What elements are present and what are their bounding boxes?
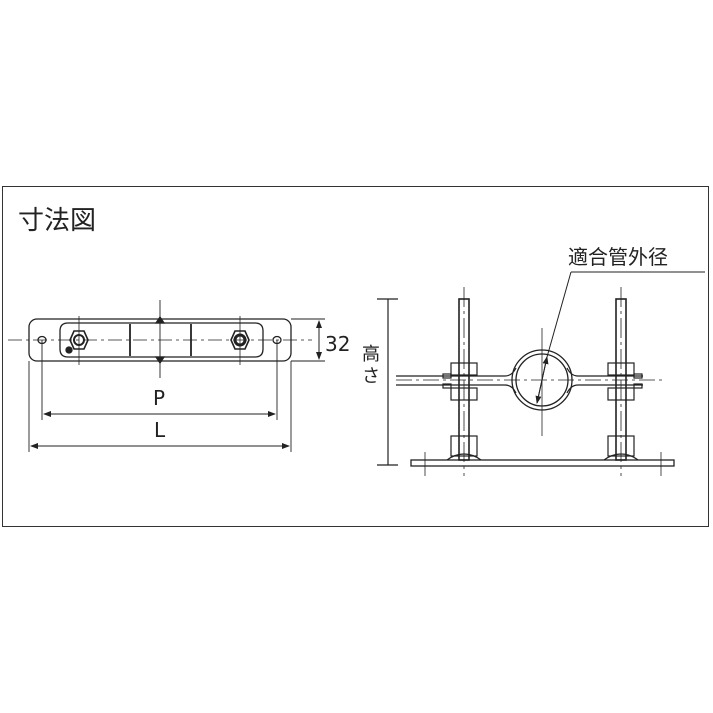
pipe-od-label: 適合管外径 [568,245,668,269]
length-label: L [154,418,166,442]
plan-view [8,300,325,452]
pitch-label: P [153,386,165,410]
height-label: 高さ [362,344,380,387]
side-view [377,271,705,476]
diagram-frame [2,186,709,527]
height-32-label: 32 [325,332,350,356]
diagram-title: 寸法図 [18,206,96,236]
